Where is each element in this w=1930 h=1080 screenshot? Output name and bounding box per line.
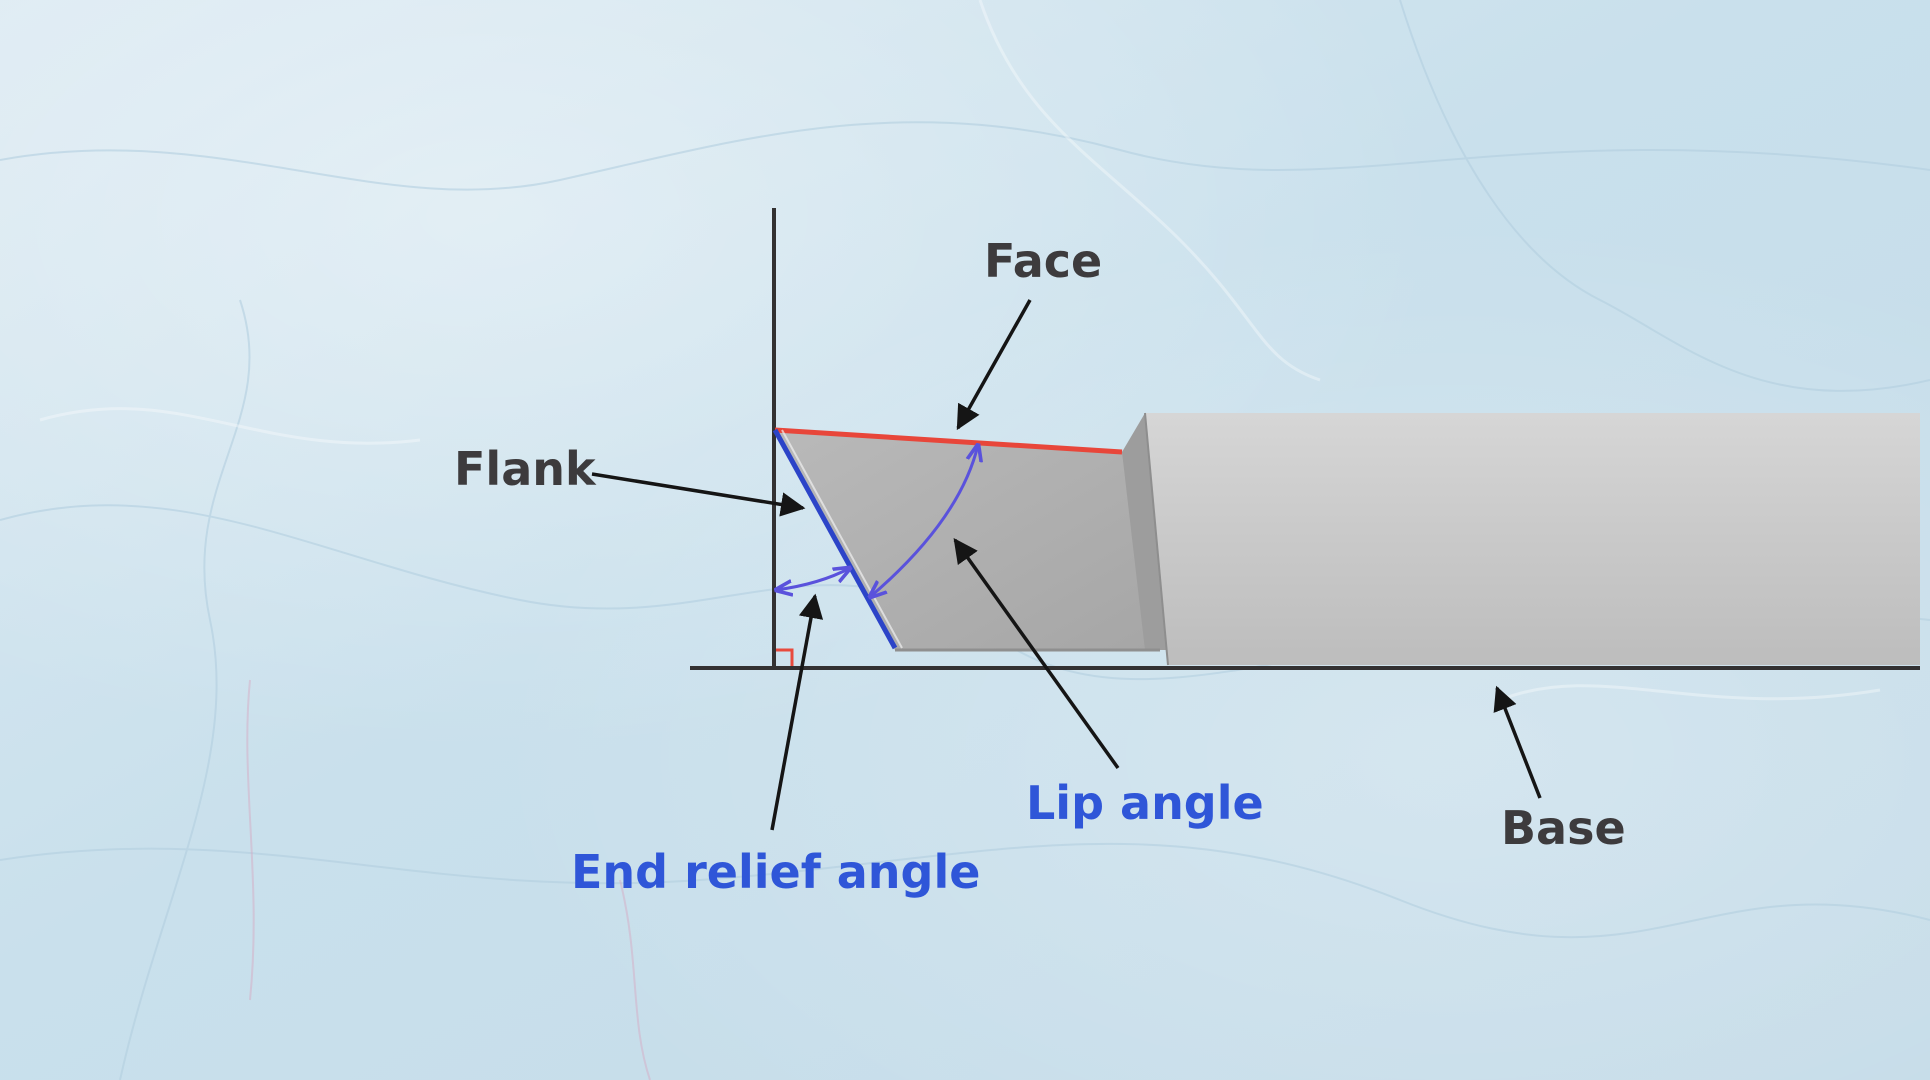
right-angle-marker (776, 648, 794, 666)
lip-angle-label: Lip angle (1026, 776, 1264, 830)
flank-label: Flank (454, 442, 596, 496)
face-arrow (956, 299, 1032, 431)
end-relief-angle-label: End relief angle (571, 845, 981, 899)
tool-shank (1145, 413, 1920, 665)
face-label: Face (984, 234, 1103, 288)
end-relief-angle-arc (776, 568, 850, 590)
base-label: Base (1501, 801, 1626, 855)
cutting-tool (772, 412, 1920, 666)
base-arrow (1493, 685, 1542, 799)
flank-arrow (591, 472, 806, 517)
flank-edge (772, 428, 898, 650)
lip-angle-arrow (953, 538, 1120, 770)
face-edge (774, 427, 1123, 455)
end-relief-angle-arrow (770, 593, 824, 831)
tool-step (1122, 413, 1168, 650)
lip-angle-arc (870, 445, 978, 597)
